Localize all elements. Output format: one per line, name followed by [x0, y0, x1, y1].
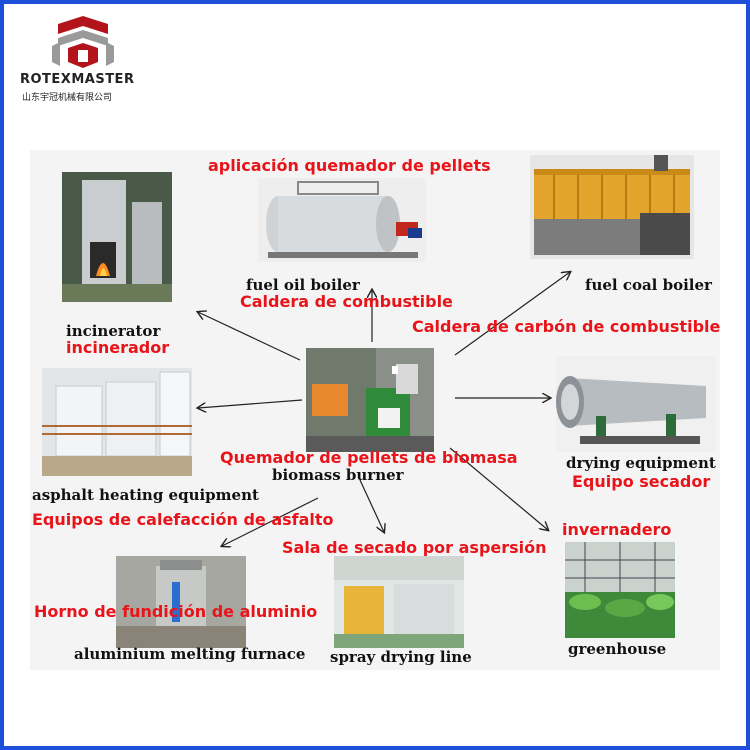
incinerator-label-es: incinerador [66, 338, 170, 357]
arrow-to-asphalt [198, 399, 303, 408]
greenhouse-label-en: greenhouse [568, 640, 667, 658]
spray-label-en: spray drying line [330, 648, 472, 666]
biomass-burner-image [306, 348, 434, 452]
gear-logo-icon [52, 16, 114, 68]
asphalt-heating-image [42, 368, 192, 476]
drying-label-en: drying equipment [566, 454, 716, 472]
fuel-coal-boiler-label-en: fuel coal boiler [585, 276, 712, 294]
fuel-coal-boiler-image [530, 155, 694, 259]
arrow-to-spray [359, 479, 384, 532]
center-label-en: biomass burner [272, 466, 404, 484]
spray-drying-image [334, 556, 464, 648]
application-header-es: aplicación quemador de pellets [208, 156, 491, 175]
fuel-coal-boiler-label-es: Caldera de carbón de combustible [412, 317, 721, 336]
aluminium-label-es: Horno de fundición de aluminio [34, 602, 318, 621]
incinerator-label-en: incinerator [66, 322, 161, 340]
brand-subtitle: 山东宇冠机械有限公司 [22, 93, 113, 103]
fuel-oil-boiler-label-es: Caldera de combustible [240, 292, 453, 311]
fuel-oil-boiler-image [258, 178, 426, 262]
arrow-to-incinerator [198, 312, 301, 361]
aluminium-label-en: aluminium melting furnace [74, 645, 306, 663]
arrow-to-fuel-coal-boiler [454, 272, 570, 356]
greenhouse-image [565, 542, 675, 638]
greenhouse-label-es: invernadero [562, 520, 672, 539]
spray-label-es: Sala de secado por aspersión [282, 538, 547, 557]
aluminium-furnace-image [116, 556, 246, 648]
incinerator-image [62, 172, 172, 302]
drying-label-es: Equipo secador [572, 472, 711, 491]
asphalt-label-es: Equipos de calefacción de asfalto [32, 510, 334, 529]
arrow-to-greenhouse [449, 447, 548, 530]
brand-name: ROTEXMASTER [20, 72, 135, 87]
asphalt-label-en: asphalt heating equipment [32, 486, 259, 504]
brand-logo: ROTEXMASTER 山东宇冠机械有限公司 [20, 14, 150, 104]
center-label-es: Quemador de pellets de biomasa [220, 448, 518, 467]
drying-equipment-image [556, 356, 716, 452]
arrow-to-aluminium [222, 497, 319, 546]
fuel-oil-boiler-label-en: fuel oil boiler [246, 276, 360, 294]
